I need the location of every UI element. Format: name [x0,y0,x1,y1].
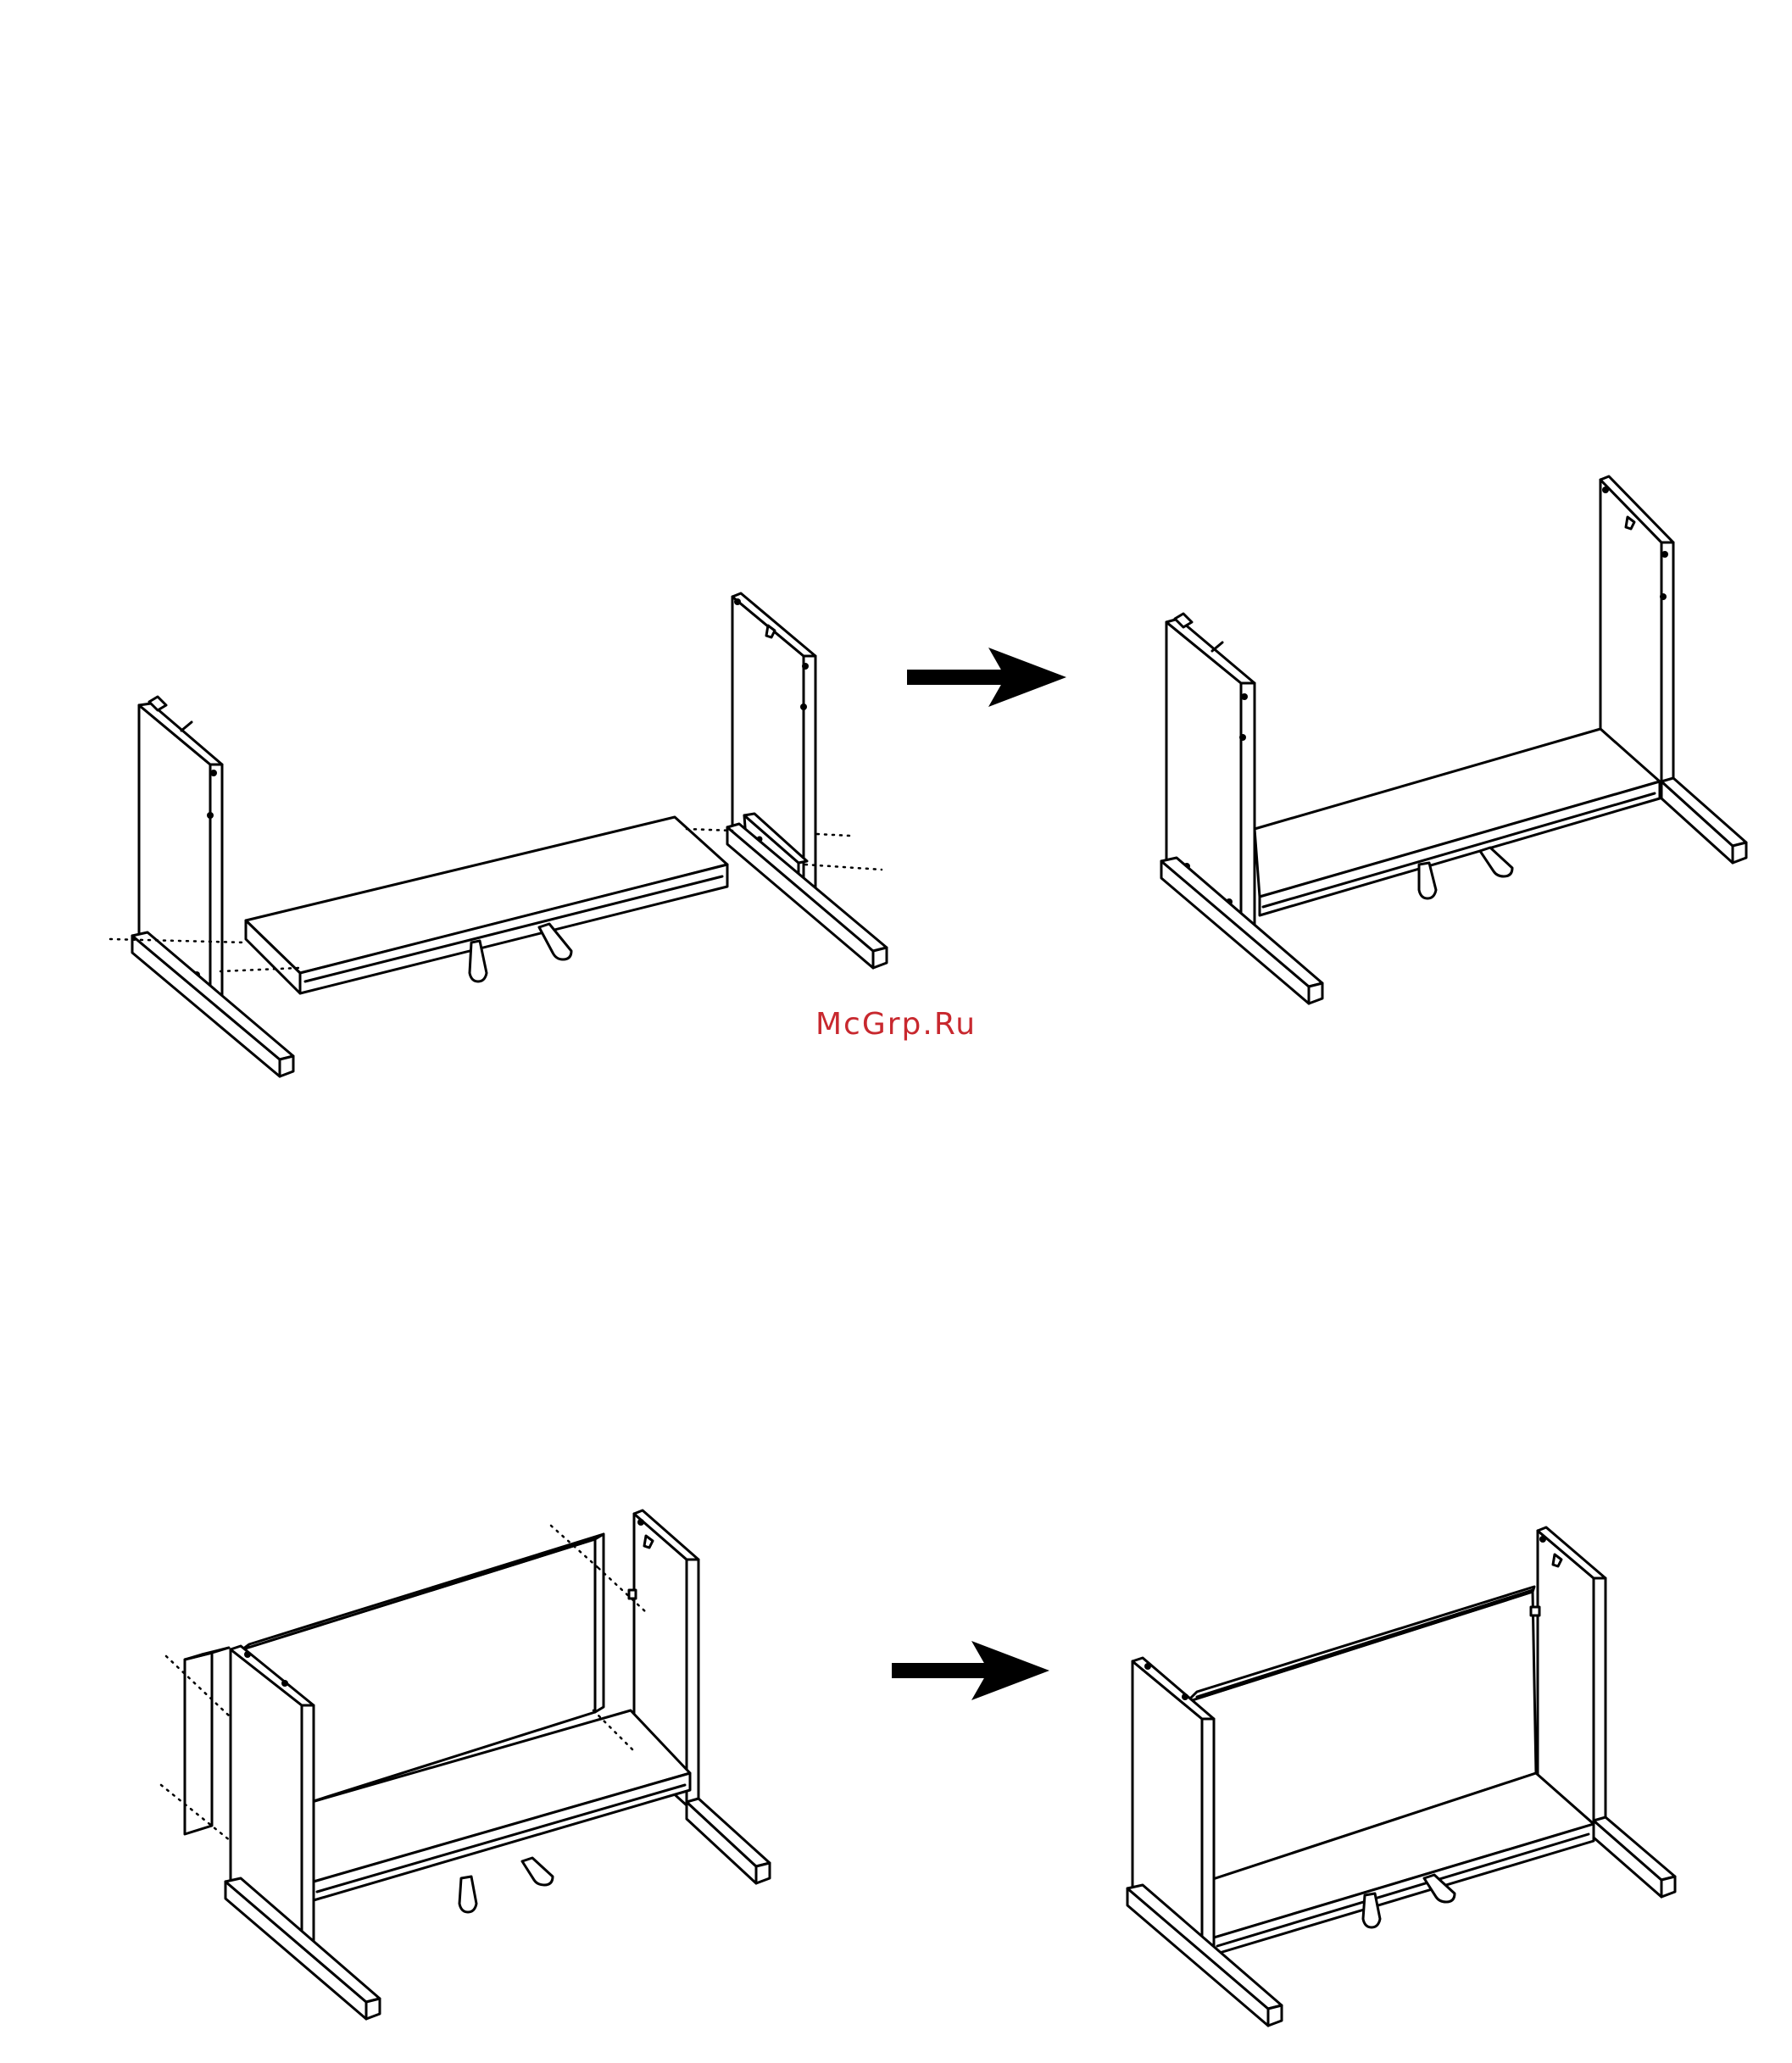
step-2-exploded-view [161,1510,770,2019]
step-2-assembled-view [1127,1527,1675,2026]
right-arrow-icon [907,648,1066,707]
step-1-assembled-view [1161,476,1746,1004]
right-arrow-icon-2 [892,1641,1049,1700]
pedal-right [539,924,571,959]
pedal-board [246,817,727,993]
step-1-exploded-view [110,593,887,1076]
